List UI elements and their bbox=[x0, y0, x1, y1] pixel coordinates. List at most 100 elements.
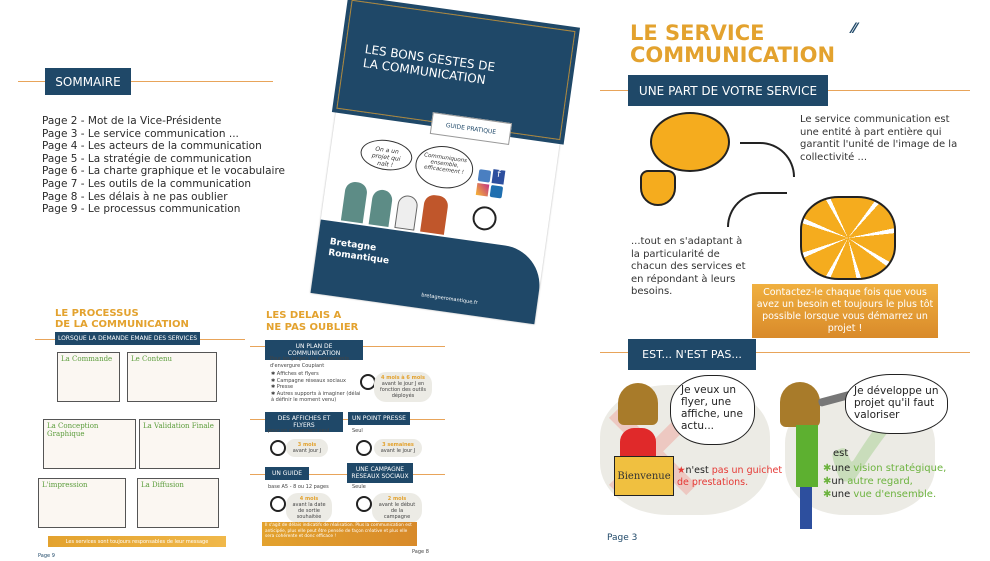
step-title: La Commande bbox=[61, 355, 113, 363]
not-text: pas un guichet de prestations. bbox=[677, 465, 783, 488]
list-item: ✱une vision stratégique, bbox=[823, 463, 947, 474]
delay-note: avant le début de la campagne bbox=[378, 502, 416, 520]
step-panel: L'impression bbox=[38, 478, 126, 528]
delay-value: 3 mois bbox=[297, 442, 317, 448]
sommaire-item: Page 7 - Les outils de la communication bbox=[42, 177, 252, 190]
step-panel: La Commande bbox=[57, 352, 120, 402]
twitter-icon bbox=[477, 169, 492, 183]
divider bbox=[600, 352, 970, 353]
plan-list: ✱ Affiches et flyers ✱ Campagne réseaux … bbox=[271, 371, 361, 404]
star-icon: ★ bbox=[677, 465, 686, 476]
item-text: Presse bbox=[276, 384, 294, 390]
title-line: NE PAS OUBLIER bbox=[266, 322, 359, 333]
sparkle-icon: ⁄⁄ bbox=[852, 21, 857, 37]
sommaire-item: Page 6 - La charte graphique et le vocab… bbox=[42, 165, 285, 178]
list-item: ✱ Autres supports à imaginer (délai à dé… bbox=[271, 390, 361, 404]
sommaire-item: Page 8 - Les délais à ne pas oublier bbox=[42, 190, 228, 203]
sommaire-title: SOMMAIRE bbox=[45, 68, 131, 95]
item-prefix: une bbox=[831, 489, 851, 500]
service-text-1: Le service communication est une entité … bbox=[800, 114, 958, 163]
stopwatch-icon bbox=[356, 440, 372, 456]
delais-footer: Il s'agit de délais indicatifs de réalis… bbox=[262, 522, 417, 546]
divider bbox=[18, 81, 273, 82]
sommaire-item: Page 3 - Le service communication ... bbox=[42, 127, 239, 140]
est-label: est bbox=[833, 448, 849, 459]
page-number: Page 9 bbox=[38, 553, 55, 559]
page-number: Page 3 bbox=[607, 533, 638, 543]
man-legs bbox=[800, 487, 812, 529]
delay-note: avant jour J bbox=[292, 448, 322, 454]
delay-note: avant la date de sortie souhaitée bbox=[292, 502, 326, 520]
campagne-note: Seule bbox=[352, 484, 366, 490]
facebook-icon: f bbox=[491, 169, 506, 185]
item-text: vision stratégique, bbox=[853, 463, 947, 474]
presse-note: Seul bbox=[352, 428, 363, 434]
stopwatch-icon bbox=[270, 440, 286, 456]
section-campagne: UNE CAMPAGNE RESEAUX SOCIAUX bbox=[347, 463, 413, 483]
list-item: ✱ Affiches et flyers bbox=[271, 371, 319, 377]
woman-illustration bbox=[618, 383, 658, 425]
speech-bubble: On a un projet qui naît ! bbox=[358, 136, 415, 174]
step-panel: La Validation Finale bbox=[139, 419, 220, 469]
list-item: ✱ Campagne réseaux sociaux bbox=[271, 377, 346, 384]
delay-value: 4 mois bbox=[299, 496, 319, 502]
item-text: autre regard, bbox=[847, 476, 913, 487]
cheese-wheel-illustration bbox=[650, 112, 730, 172]
arrow-icon bbox=[727, 192, 787, 227]
step-panel: La Diffusion bbox=[137, 478, 219, 528]
item-text: vue d'ensemble. bbox=[853, 489, 937, 500]
cheese-slice-illustration bbox=[640, 170, 676, 206]
linkedin-icon bbox=[489, 184, 504, 199]
delay-note: avant le jour J bbox=[380, 448, 416, 454]
plan-intro: Pour les projets ou événements d'envergu… bbox=[270, 356, 350, 369]
section-presse: UN POINT PRESSE bbox=[348, 412, 410, 425]
woman-body bbox=[620, 428, 656, 458]
est-list: ✱une vision stratégique, ✱un autre regar… bbox=[823, 462, 946, 501]
affiches-note: pour un événement seul bbox=[268, 428, 330, 434]
divider bbox=[250, 419, 445, 420]
title-line: DE LA COMMUNICATION bbox=[55, 319, 189, 330]
service-banner: UNE PART DE VOTRE SERVICE bbox=[628, 75, 828, 106]
processus-footer: Les services sont toujours responsables … bbox=[48, 536, 226, 547]
service-text-2: ...tout en s'adaptant à la particularité… bbox=[631, 236, 746, 297]
step-panel: La Conception Graphique bbox=[43, 419, 136, 469]
speech-bubble: Je développe un projet qu'il faut valori… bbox=[845, 374, 948, 434]
instagram-icon bbox=[475, 182, 490, 197]
item-text: Affiches et flyers bbox=[276, 371, 319, 377]
step-title: L'impression bbox=[42, 481, 88, 489]
man-body bbox=[796, 425, 818, 487]
title-line: LE SERVICE bbox=[630, 21, 765, 45]
delay-value: 4 mois à 6 mois bbox=[381, 375, 425, 381]
item-prefix: un bbox=[831, 476, 845, 487]
delay-value: 2 mois bbox=[387, 496, 407, 502]
item-prefix: une bbox=[831, 463, 851, 474]
sommaire-item: Page 9 - Le processus communication bbox=[42, 203, 241, 216]
not-prefix: n'est bbox=[685, 465, 709, 476]
section-plan: UN PLAN DE COMMUNICATION bbox=[265, 340, 363, 360]
stopwatch-icon bbox=[356, 496, 372, 512]
step-title: Le Contenu bbox=[131, 355, 173, 363]
speech-bubble: Je veux un flyer, une affiche, une actu.… bbox=[670, 375, 755, 445]
man-illustration bbox=[780, 382, 820, 427]
list-item: ✱un autre regard, bbox=[823, 476, 913, 487]
stopwatch-icon bbox=[270, 496, 286, 512]
sommaire-item: Page 4 - Les acteurs de la communication bbox=[42, 140, 262, 153]
title-line: COMMUNICATION bbox=[630, 43, 836, 67]
not-statement: ★n'est pas un guichet de prestations. bbox=[677, 465, 787, 489]
guide-note: base A5 - 8 ou 12 pages bbox=[268, 484, 329, 490]
title-line: LES DELAIS A bbox=[266, 310, 342, 321]
item-text: Autres supports à imaginer (délai à défi… bbox=[271, 390, 361, 404]
page-number: Page 8 bbox=[412, 549, 429, 555]
step-title: La Conception Graphique bbox=[47, 422, 99, 438]
stopwatch-icon bbox=[471, 204, 499, 232]
list-item: ✱ Presse bbox=[271, 384, 294, 390]
welcome-desk: Bienvenue bbox=[614, 456, 674, 496]
sommaire-list: Page 2 - Mot de la Vice-Présidente Page … bbox=[42, 115, 285, 216]
step-title: La Diffusion bbox=[141, 481, 184, 489]
step-title: La Validation Finale bbox=[143, 422, 214, 430]
